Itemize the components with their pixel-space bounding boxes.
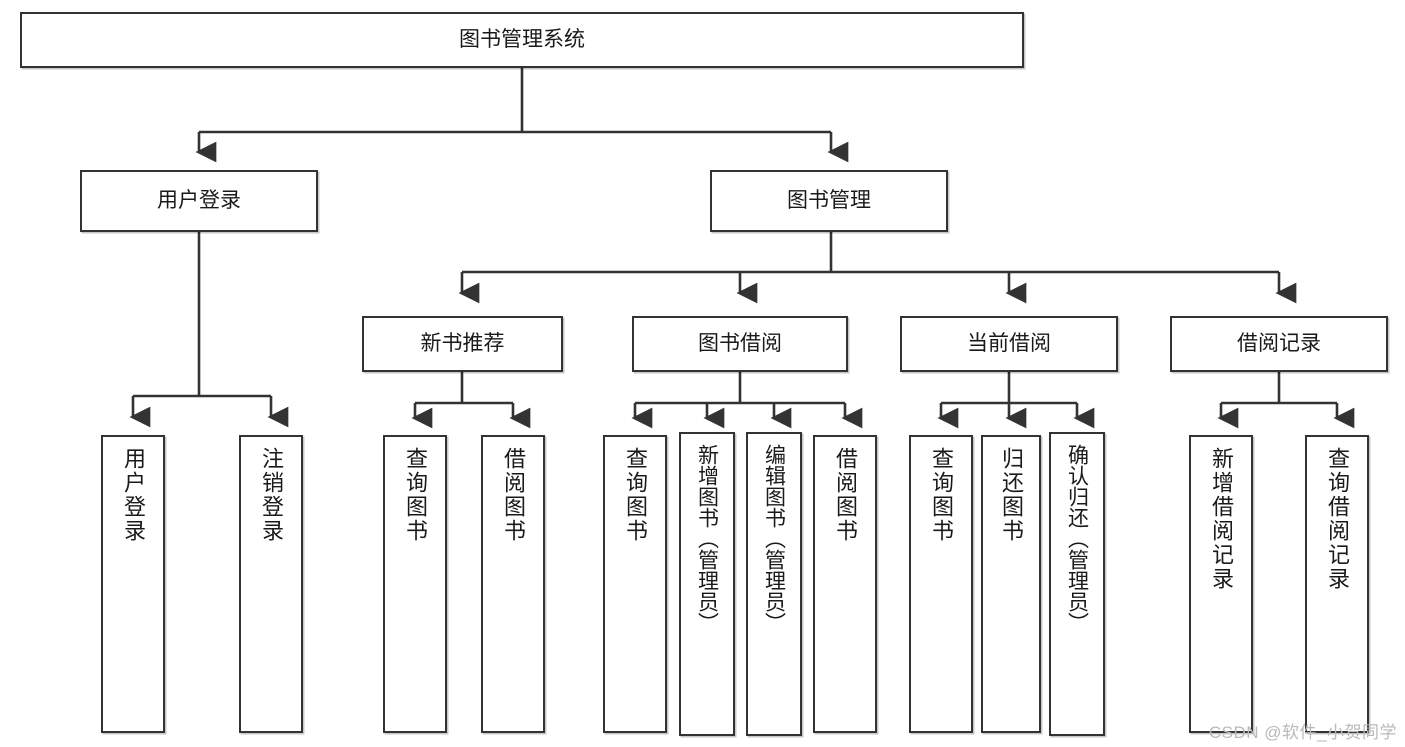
node-label: 用户登录 — [157, 188, 241, 212]
node-book-borrowing[interactable]: 图书借阅 — [632, 316, 848, 372]
node-new-book-recommendation[interactable]: 新书推荐 — [362, 316, 563, 372]
node-label: 注销登录 — [259, 447, 284, 543]
node-book-management[interactable]: 图书管理 — [710, 170, 948, 232]
node-label: 确认归还（管理员） — [1065, 444, 1089, 633]
node-user-login[interactable]: 用户登录 — [80, 170, 318, 232]
node-label: 图书管理 — [787, 188, 871, 212]
node-label: 用户登录 — [121, 447, 146, 543]
node-label: 新增借阅记录 — [1209, 447, 1234, 591]
watermark-text: CSDN @软件_小贺同学 — [1208, 723, 1397, 742]
node-label: 图书借阅 — [698, 331, 782, 355]
leaf-user-login-logout[interactable]: 注销登录 — [239, 435, 303, 733]
node-label: 新书推荐 — [420, 331, 505, 355]
leaf-borrow-add-book-admin[interactable]: 新增图书（管理员） — [679, 432, 735, 736]
node-label: 查询图书 — [929, 447, 954, 543]
leaf-borrow-query-books[interactable]: 查询图书 — [603, 435, 667, 733]
node-label: 借阅图书 — [501, 447, 526, 543]
node-label: 当前借阅 — [967, 331, 1051, 355]
leaf-records-add-record[interactable]: 新增借阅记录 — [1189, 435, 1253, 733]
leaf-borrow-edit-book-admin[interactable]: 编辑图书（管理员） — [746, 432, 802, 736]
leaf-current-return-books[interactable]: 归还图书 — [981, 435, 1041, 733]
node-label: 查询图书 — [403, 447, 428, 543]
node-label: 新增图书（管理员） — [695, 444, 719, 633]
leaf-current-confirm-return-admin[interactable]: 确认归还（管理员） — [1049, 432, 1105, 736]
node-label: 借阅记录 — [1237, 331, 1321, 355]
leaf-borrow-borrow-books[interactable]: 借阅图书 — [813, 435, 877, 733]
leaf-records-query-record[interactable]: 查询借阅记录 — [1305, 435, 1369, 733]
node-label: 编辑图书（管理员） — [762, 444, 786, 633]
node-current-borrowing[interactable]: 当前借阅 — [900, 316, 1118, 372]
node-label: 查询借阅记录 — [1325, 447, 1350, 591]
node-label: 归还图书 — [999, 447, 1024, 543]
leaf-new-book-borrow-books[interactable]: 借阅图书 — [481, 435, 545, 733]
leaf-new-book-query-books[interactable]: 查询图书 — [383, 435, 447, 733]
node-label: 借阅图书 — [833, 447, 858, 543]
leaf-current-query-books[interactable]: 查询图书 — [909, 435, 973, 733]
node-borrowing-records[interactable]: 借阅记录 — [1170, 316, 1388, 372]
leaf-user-login-login[interactable]: 用户登录 — [101, 435, 165, 733]
node-root-book-management-system[interactable]: 图书管理系统 — [20, 12, 1024, 68]
node-label: 查询图书 — [623, 447, 648, 543]
node-label: 图书管理系统 — [459, 27, 585, 51]
